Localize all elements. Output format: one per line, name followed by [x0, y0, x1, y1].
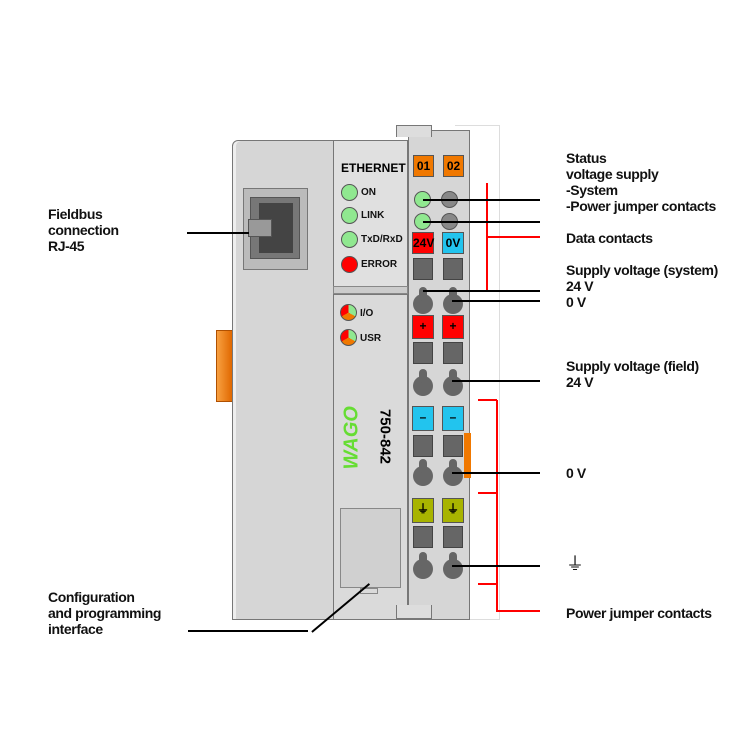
- clamp-opening: [443, 258, 463, 280]
- power-jumper-label: Power jumper contacts: [566, 605, 712, 621]
- terminal-minus: –: [442, 406, 464, 431]
- terminal-plus: +: [412, 315, 434, 339]
- top-latch: [396, 125, 432, 137]
- din-rail-clip: [216, 330, 233, 402]
- led-error: [341, 256, 358, 273]
- power-jumper-line: [478, 583, 497, 585]
- led-io: [340, 304, 357, 321]
- supply-field-label: Supply voltage (field)24 V: [566, 358, 699, 390]
- clamp-spring[interactable]: [411, 457, 435, 487]
- config-port: [340, 508, 401, 588]
- clamp-opening: [413, 526, 433, 548]
- led-io-label: I/O: [360, 308, 374, 319]
- ghost-module-outline: [455, 125, 500, 620]
- led-on: [341, 184, 358, 201]
- field-0v-label: 0 V: [566, 465, 586, 481]
- ground-icon: ⏚: [566, 554, 584, 574]
- led-on-label: ON: [361, 187, 376, 198]
- power-jumper-line: [496, 610, 540, 612]
- bottom-latch: [396, 605, 432, 619]
- clamp-opening: [443, 435, 463, 457]
- leader-line: [452, 300, 540, 302]
- leader-line: [452, 565, 540, 567]
- rj45-port: [243, 188, 308, 270]
- clamp-opening: [443, 342, 463, 364]
- clamp-spring[interactable]: [441, 367, 465, 397]
- power-jumper-bus: [496, 400, 498, 612]
- clamp-opening: [443, 526, 463, 548]
- leader-line: [187, 232, 249, 234]
- leader-line: [423, 199, 540, 201]
- orange-jumper: [464, 433, 471, 478]
- terminal-02: 02: [443, 155, 464, 177]
- ground-icon: ⏚: [416, 502, 429, 516]
- data-contacts-label: Data contacts: [566, 230, 653, 246]
- leader-line: [423, 221, 540, 223]
- led-link: [341, 207, 358, 224]
- panel-divider: [333, 286, 408, 294]
- clamp-opening: [413, 342, 433, 364]
- clamp-spring[interactable]: [411, 550, 435, 580]
- data-contact-line: [486, 236, 540, 238]
- terminal-ground: ⏚: [442, 498, 464, 523]
- terminal-plus: +: [442, 315, 464, 339]
- terminal-24v: 24V: [412, 232, 434, 254]
- clamp-spring[interactable]: [441, 550, 465, 580]
- leader-line: [188, 630, 308, 632]
- terminal-minus: –: [412, 406, 434, 431]
- power-jumper-line: [478, 492, 497, 494]
- ground-icon: ⏚: [446, 502, 459, 516]
- terminal-01: 01: [413, 155, 434, 177]
- power-jumper-line: [478, 399, 497, 401]
- led-usr-label: USR: [360, 333, 382, 344]
- clamp-spring[interactable]: [411, 367, 435, 397]
- clamp-spring[interactable]: [441, 457, 465, 487]
- clamp-spring[interactable]: [411, 285, 435, 315]
- led-txrx-label: TxD/RxD: [361, 234, 403, 245]
- led-usr: [340, 329, 357, 346]
- leader-line: [452, 472, 540, 474]
- model-number: 750-842: [376, 408, 394, 465]
- clamp-opening: [413, 258, 433, 280]
- led-txrx: [341, 231, 358, 248]
- ethernet-label: ETHERNET: [341, 161, 406, 175]
- clamp-opening: [413, 435, 433, 457]
- led-link-label: LINK: [361, 210, 385, 221]
- terminal-ground: ⏚: [412, 498, 434, 523]
- leader-line: [452, 380, 540, 382]
- wago-logo: WAGO: [340, 406, 363, 470]
- leader-line: [423, 290, 540, 292]
- led-error-label: ERROR: [361, 259, 398, 270]
- terminal-0v: 0V: [442, 232, 464, 254]
